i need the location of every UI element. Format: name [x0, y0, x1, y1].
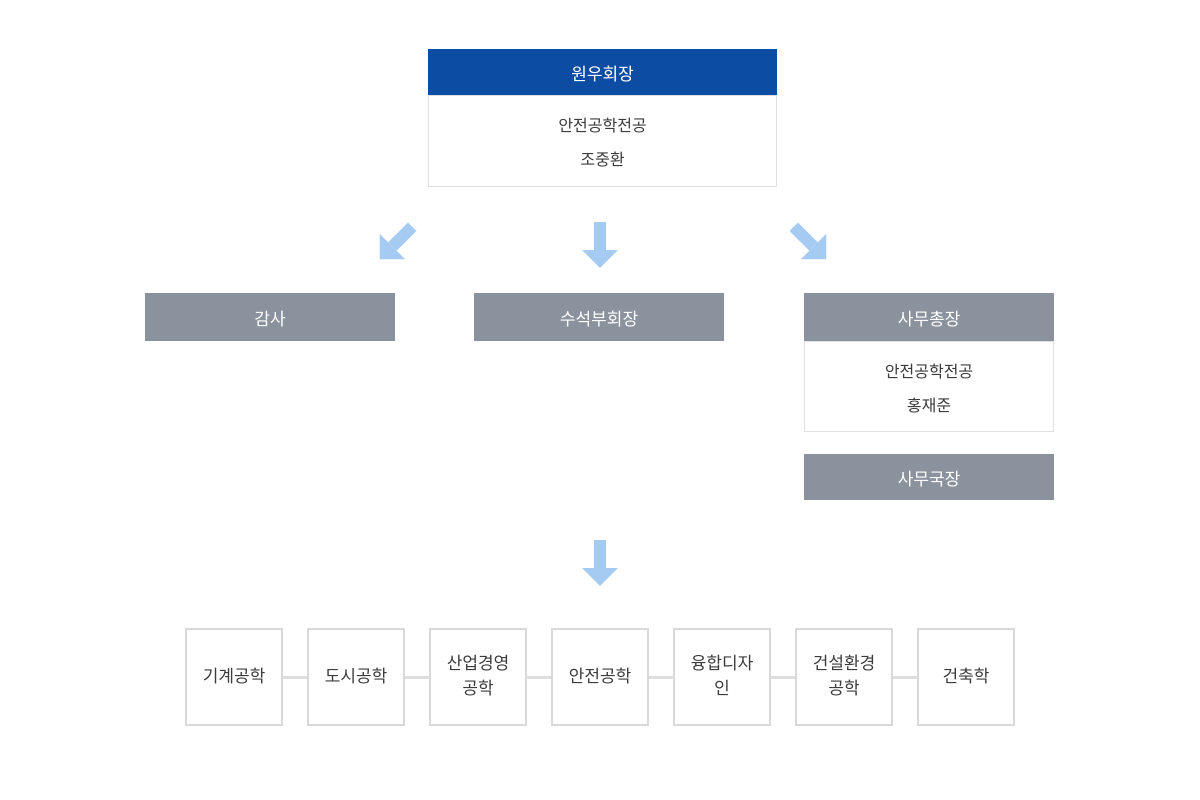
dept-connector-line — [405, 675, 429, 679]
arrow-head — [582, 568, 618, 586]
chairman-box: 원우회장 안전공학전공 조중환 — [428, 49, 777, 187]
office-director-box: 사무국장 — [804, 454, 1054, 500]
down-left-arrow-icon — [367, 214, 425, 272]
dept-connector-line — [649, 675, 673, 679]
arrow-shaft — [594, 540, 606, 568]
secretary-general-name: 홍재준 — [906, 397, 952, 415]
dept-box-urban: 도시공학 — [307, 628, 405, 726]
chairman-body: 안전공학전공 조중환 — [428, 95, 777, 187]
departments-row: 기계공학 도시공학 산업경영공학 안전공학 융합디자인 건설환경공학 건축학 — [185, 628, 1015, 726]
down-arrow-icon — [582, 540, 618, 586]
chairman-title: 원우회장 — [428, 49, 777, 95]
chairman-major: 안전공학전공 — [558, 118, 647, 135]
dept-box-convergence-design: 융합디자인 — [673, 628, 771, 726]
dept-box-industrial-management: 산업경영공학 — [429, 628, 527, 726]
down-arrow-icon — [582, 222, 618, 268]
audit-box: 감사 — [145, 293, 395, 341]
dept-connector-line — [283, 675, 307, 679]
dept-box-safety: 안전공학 — [551, 628, 649, 726]
secretary-general-major: 안전공학전공 — [884, 363, 974, 381]
chairman-name: 조중환 — [580, 152, 625, 169]
dept-box-architecture: 건축학 — [917, 628, 1015, 726]
arrow-head — [582, 250, 618, 268]
dept-box-mechanical: 기계공학 — [185, 628, 283, 726]
dept-connector-line — [893, 675, 917, 679]
secretary-general-body: 안전공학전공 홍재준 — [804, 341, 1054, 432]
dept-box-construction-environment: 건설환경공학 — [795, 628, 893, 726]
dept-connector-line — [527, 675, 551, 679]
dept-connector-line — [771, 675, 795, 679]
senior-vice-chair-box: 수석부회장 — [474, 293, 724, 341]
arrow-shaft — [594, 222, 606, 250]
down-right-arrow-icon — [781, 214, 839, 272]
secretary-general-box: 사무총장 — [804, 293, 1054, 341]
